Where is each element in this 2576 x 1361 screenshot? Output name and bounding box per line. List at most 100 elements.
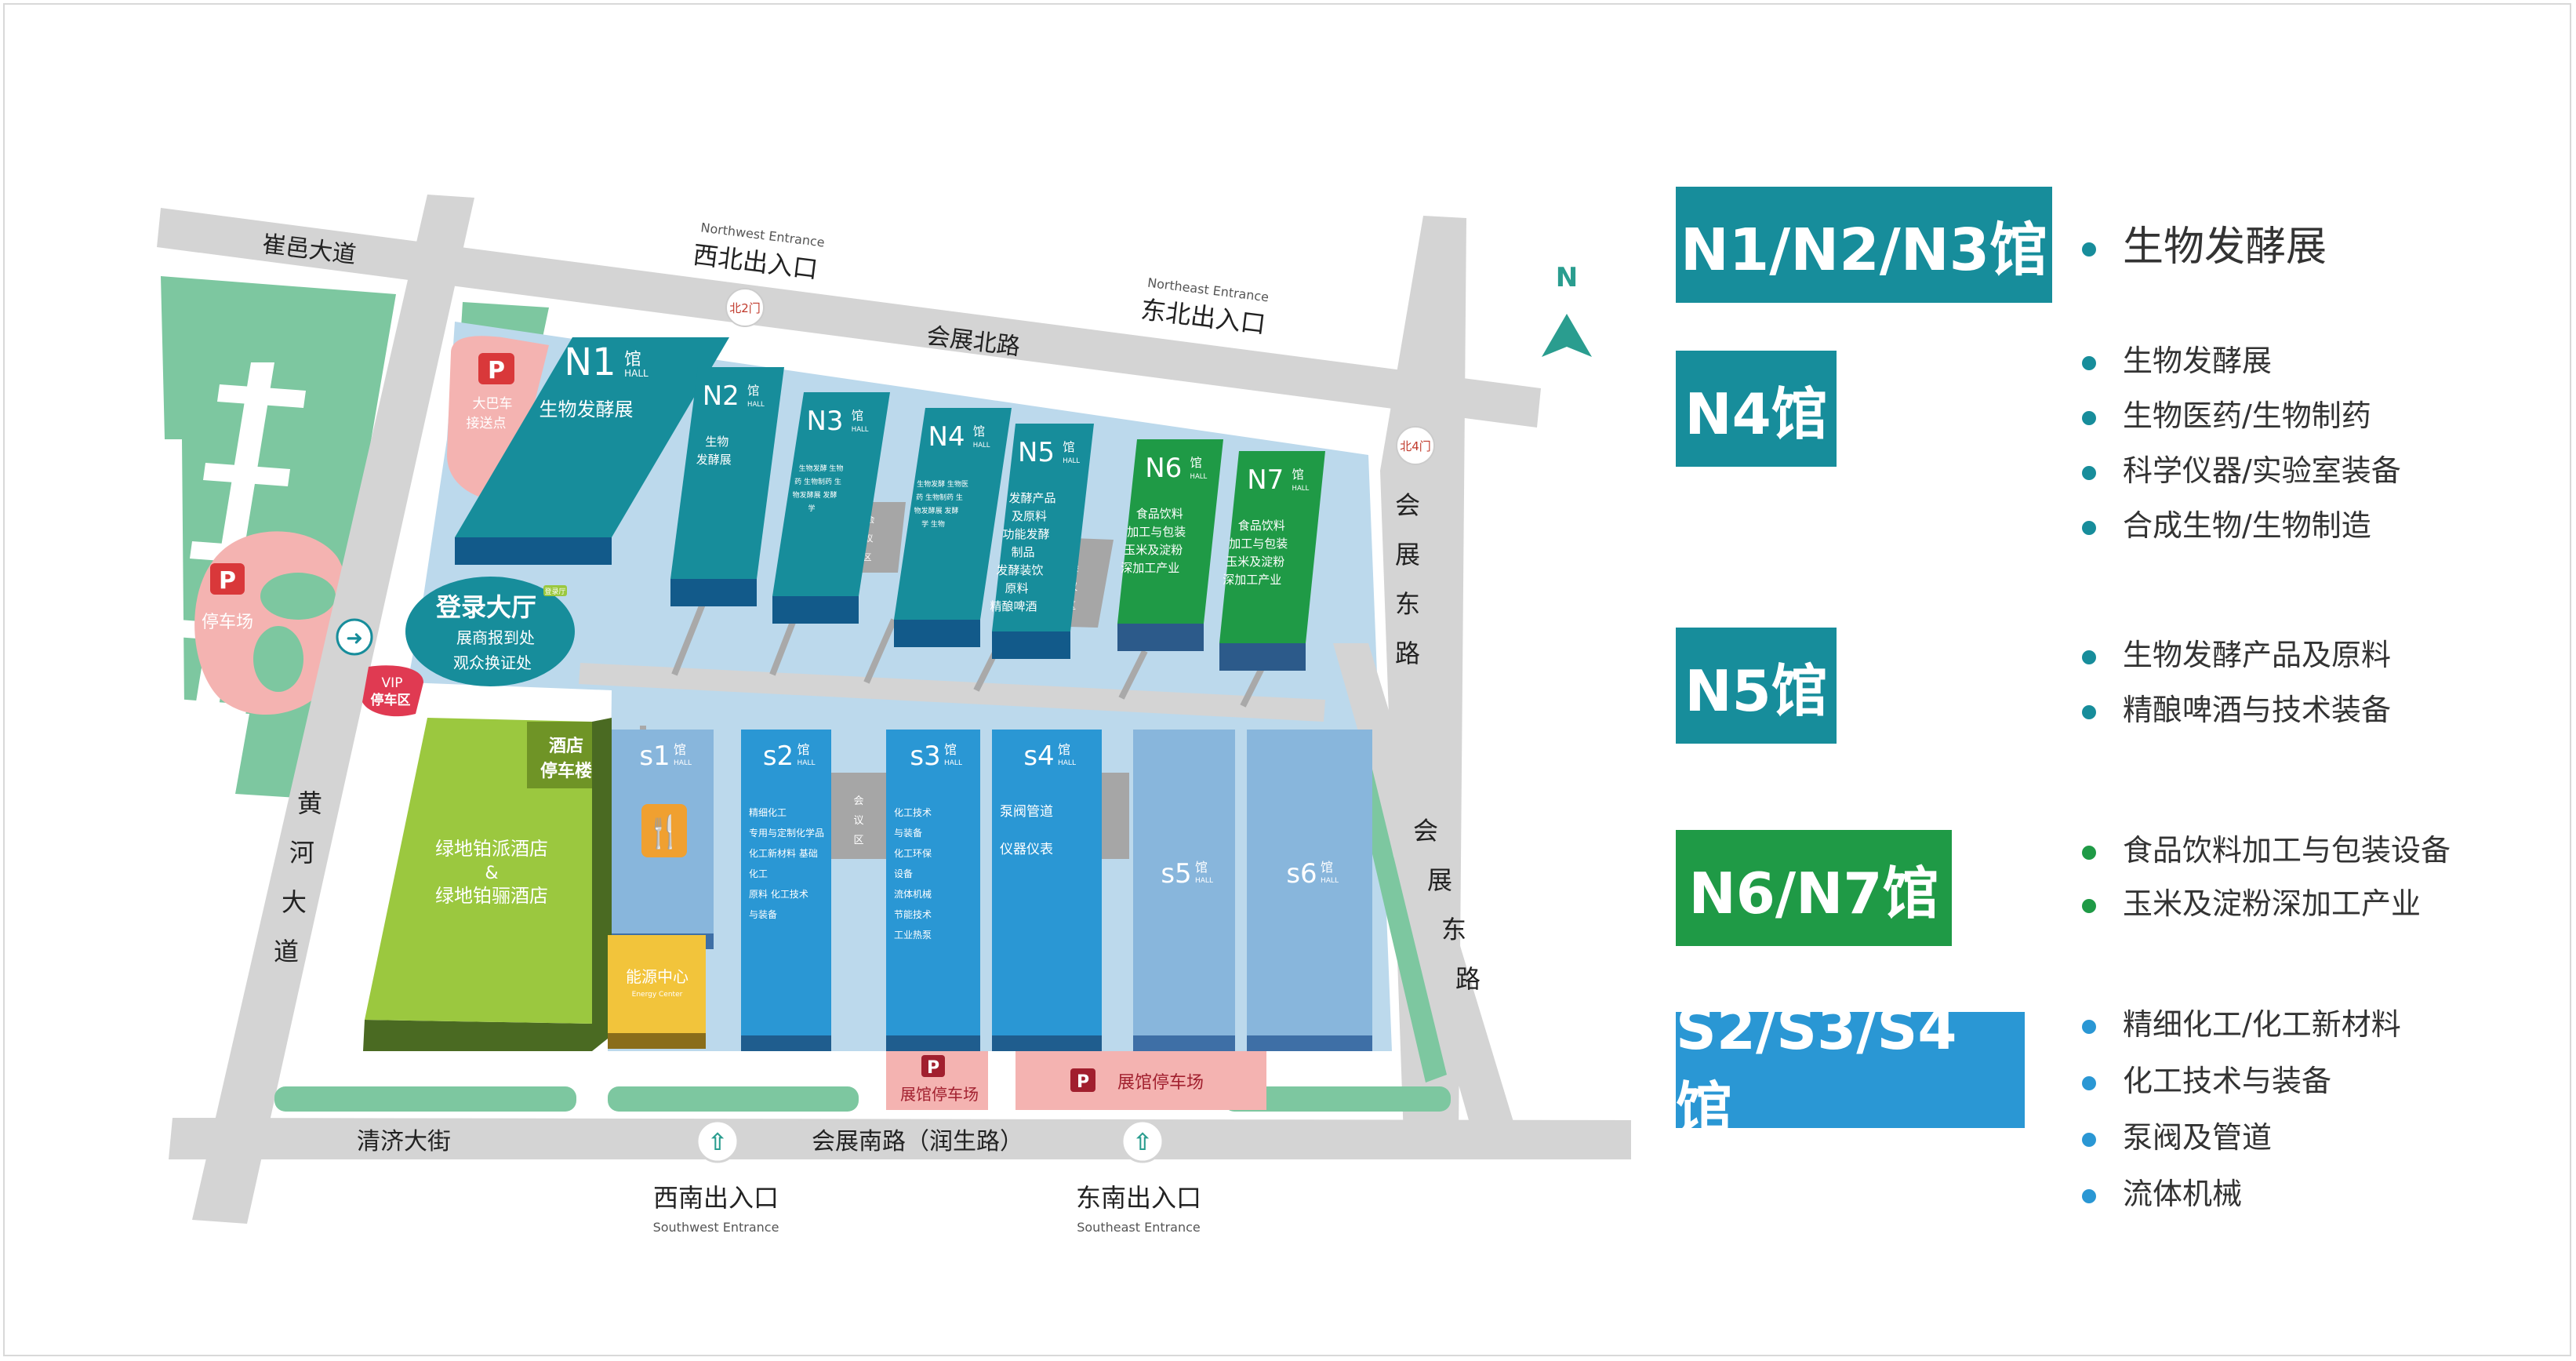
hall-n3-text: 学 xyxy=(808,504,815,513)
gate-north4-label: 北4门 xyxy=(1400,439,1431,453)
hotel-parking-line2: 停车楼 xyxy=(540,761,592,781)
hall-parking-large-label: 展馆停车场 xyxy=(1117,1073,1204,1093)
hotel-parking-line1: 酒店 xyxy=(549,737,583,756)
svg-text:东: 东 xyxy=(1395,589,1420,619)
meeting-room-n1-3: 区 xyxy=(863,552,872,562)
legend-item-text: 玉米及淀粉深加工产业 xyxy=(2123,886,2422,921)
hall-n6-id: N6 xyxy=(1145,453,1182,484)
green-strip-bottom-right xyxy=(1223,1086,1451,1112)
hotel-name1: 绿地铂派酒店 xyxy=(435,838,548,860)
hall-n1-text: 生物发酵展 xyxy=(540,398,634,420)
svg-text:会: 会 xyxy=(1413,816,1438,846)
bullet-icon xyxy=(2082,356,2096,370)
hall-n4-text: 生物发酵 生物医 xyxy=(917,479,968,489)
hall-n6-roof xyxy=(1117,439,1223,624)
svg-text:大: 大 xyxy=(282,887,307,917)
legend-item-text: 合成生物/生物制造 xyxy=(2123,508,2371,543)
hotel-amp: & xyxy=(485,864,498,883)
hall-n1-id: N1 xyxy=(564,340,616,384)
hall-n7-suffix: 馆 xyxy=(1292,468,1304,482)
hall-s3-suffix: 馆 xyxy=(944,742,957,757)
hall-s6-base xyxy=(1247,1035,1372,1051)
hall-s2-text: 专用与定制化学品 xyxy=(749,827,824,839)
bullet-icon xyxy=(2082,242,2096,257)
hall-n4-text: 药 生物制药 生 xyxy=(916,493,963,502)
hall-n6-hall: HALL xyxy=(1190,473,1208,481)
hall-n7-text: 深加工产业 xyxy=(1223,573,1281,587)
road-qingji xyxy=(169,1118,1631,1159)
vip-sublabel: 停车区 xyxy=(371,692,411,708)
hotel-side xyxy=(363,1020,592,1051)
bullet-icon xyxy=(2082,899,2096,913)
hall-s4-text: 仪器仪表 xyxy=(1000,842,1053,857)
legend-item-text: 精酿啤酒与技术装备 xyxy=(2123,693,2392,727)
hall-s3-text: 节能技术 xyxy=(894,909,932,920)
bullet-icon xyxy=(2082,1133,2096,1147)
restaurant-icon: 🍴 xyxy=(645,813,684,850)
bullet-icon xyxy=(2082,846,2096,860)
tree-patch-b xyxy=(253,626,303,692)
road-internal-h xyxy=(579,663,1325,722)
road-label-huizhan-east-2: 会 展 东 路 xyxy=(1413,816,1481,994)
west-entrance-icon xyxy=(336,618,373,656)
svg-text:道: 道 xyxy=(274,937,299,966)
road-label-huizhan-south: 会展南路（润生路） xyxy=(812,1128,1023,1155)
road-cuiyi xyxy=(157,208,1541,428)
sw-entrance-en: Southwest Entrance xyxy=(653,1220,779,1235)
green-strip-east xyxy=(1349,753,1447,1083)
hall-n5-text: 及原料 xyxy=(1012,509,1047,523)
legend-list-3: 生物发酵产品及原料精酿啤酒与技术装备 xyxy=(2082,628,2391,737)
hall-n5-base xyxy=(992,631,1070,659)
svg-text:河: 河 xyxy=(289,838,314,868)
legend-item: 泵阀及管道 xyxy=(2082,1109,2401,1166)
hall-s5-base xyxy=(1133,1035,1235,1051)
legend-item: 流体机械 xyxy=(2082,1166,2401,1222)
parking-bus-line2: 接送点 xyxy=(467,416,507,431)
hall-n2-text: 发酵展 xyxy=(696,453,732,467)
registration-line2: 观众换证处 xyxy=(453,653,532,672)
hall-n5-text: 制品 xyxy=(1011,545,1034,559)
sw-entrance-arrow: ⇧ xyxy=(707,1129,727,1156)
hall-n4-base xyxy=(894,620,980,647)
hall-s5-suffix: 馆 xyxy=(1195,860,1208,875)
hall-n6-base xyxy=(1117,624,1204,651)
hall-n6-text: 玉米及淀粉 xyxy=(1124,543,1183,557)
legend-item-text: 泵阀及管道 xyxy=(2123,1120,2273,1155)
hall-s3-text: 流体机械 xyxy=(894,888,932,900)
hall-n7-roof xyxy=(1219,451,1325,643)
hall-n3-base xyxy=(772,596,859,624)
hall-n2-base xyxy=(670,579,757,606)
hall-s3-text: 设备 xyxy=(894,868,913,879)
legend-badge-5: S2/S3/S4 馆 xyxy=(1676,996,2025,1141)
road-huanghe xyxy=(192,195,474,1224)
parking-bus-line1: 大巴车 xyxy=(473,396,513,412)
compass-arrow xyxy=(1542,314,1592,357)
hall-s1-hall: HALL xyxy=(674,759,692,767)
hall-n2-roof xyxy=(670,367,784,579)
hall-n7-text: 食品饮料 xyxy=(1238,519,1285,533)
hall-s2-suffix: 馆 xyxy=(798,742,810,757)
hall-n4-id: N4 xyxy=(928,421,965,453)
hall-n3-roof xyxy=(772,392,890,596)
legend-badge-1: N1/N2/N3馆 xyxy=(1676,187,2052,303)
hall-n3-suffix: 馆 xyxy=(852,409,863,423)
legend-item-text: 生物发酵展 xyxy=(2123,344,2273,378)
legend-item-text: 生物发酵展 xyxy=(2123,224,2327,271)
meeting-room-n1-2: 议 xyxy=(865,533,874,544)
hall-s6-suffix: 馆 xyxy=(1321,860,1333,875)
hall-n2-suffix: 馆 xyxy=(747,384,759,398)
legend-item: 食品饮料加工与包装设备 xyxy=(2082,824,2451,877)
hall-s3-text: 化工环保 xyxy=(894,848,932,859)
hall-n5-text: 功能发酵 xyxy=(1002,527,1049,541)
hall-n5-roof xyxy=(992,424,1094,631)
west-entrance-arrow: ➜ xyxy=(346,627,363,650)
tree-patch-a xyxy=(260,573,336,620)
legend-item: 化工技术与装备 xyxy=(2082,1053,2401,1109)
page-frame xyxy=(3,3,2571,1356)
hall-n6-text: 食品饮料 xyxy=(1136,507,1183,521)
hall-s5-roof xyxy=(1133,730,1235,1035)
